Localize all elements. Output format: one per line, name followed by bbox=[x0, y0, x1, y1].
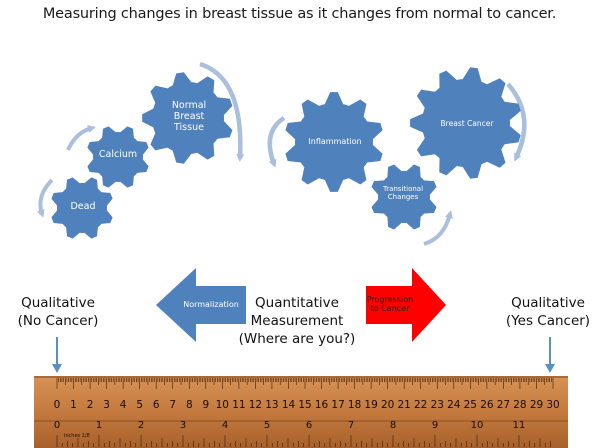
page-title: Measuring changes in breast tissue as it… bbox=[42, 6, 557, 22]
ruler-top-number: 0 bbox=[54, 399, 61, 411]
ruler-bottom-number: 4 bbox=[222, 420, 228, 431]
ruler-top-number: 1 bbox=[70, 399, 77, 411]
gear-transitional bbox=[371, 164, 437, 230]
ruler-bottom-number: 10 bbox=[471, 420, 484, 431]
ruler-bottom-numbers: 0 1 2 3 4 5 6 7 8 9 10 11 inches 1/8 bbox=[54, 420, 526, 439]
gear-normal bbox=[142, 72, 233, 164]
ruler-top-number: 24 bbox=[447, 399, 461, 411]
ruler-top-number: 22 bbox=[414, 399, 427, 411]
ruler-top-number: 4 bbox=[120, 399, 127, 411]
ruler-top-number: 16 bbox=[315, 399, 329, 411]
gear-group bbox=[51, 67, 521, 239]
ruler-top-number: 8 bbox=[186, 399, 193, 411]
gear-inflammation bbox=[285, 92, 383, 192]
ruler-top-number: 29 bbox=[530, 399, 543, 411]
gear-label-normal: Normal Breast Tissue bbox=[171, 100, 207, 133]
progression-label: Progression to Cancer bbox=[366, 295, 414, 313]
gear-label-dead: Dead bbox=[70, 201, 96, 212]
ruler-top-number: 28 bbox=[513, 399, 526, 411]
ruler-bottom-number: 2 bbox=[138, 420, 144, 431]
progression-arrow bbox=[366, 268, 446, 342]
ruler-bottom-number: 11 bbox=[513, 420, 526, 431]
left-qualitative-label: Qualitative (No Cancer) bbox=[17, 295, 99, 330]
gear-label-inflammation: Inflammation bbox=[308, 137, 362, 146]
ruler-bottom-number: 3 bbox=[180, 420, 186, 431]
ruler-top-number: 25 bbox=[464, 399, 477, 411]
ruler-bottom-number: 7 bbox=[348, 420, 354, 431]
ruler-top-number: 23 bbox=[431, 399, 444, 411]
ruler-top-number: 15 bbox=[298, 399, 311, 411]
ruler-bottom-number: 9 bbox=[432, 420, 438, 431]
cycle-arrow-normal bbox=[199, 61, 245, 162]
ruler-top-number: 2 bbox=[87, 399, 94, 411]
ruler-top-number: 5 bbox=[136, 399, 143, 411]
right-qualitative-label: Qualitative (Yes Cancer) bbox=[505, 295, 591, 330]
ruler-top-number: 10 bbox=[216, 399, 229, 411]
ruler-top-number: 17 bbox=[331, 399, 344, 411]
cycle-arrow-inflammation bbox=[267, 116, 286, 168]
quantitative-label: Quantitative Measurement (Where are you?… bbox=[238, 295, 356, 348]
normalization-label: Normalization bbox=[183, 300, 239, 309]
ruler-bottom-number: 5 bbox=[264, 420, 270, 431]
cycle-arrow-breast-cancer bbox=[506, 82, 527, 162]
ruler-unit-label: inches 1/8 bbox=[64, 433, 90, 439]
ruler-top-number: 3 bbox=[103, 399, 110, 411]
normalization-arrow bbox=[156, 268, 246, 342]
ruler-top-number: 11 bbox=[232, 399, 245, 411]
ruler-top-number: 12 bbox=[249, 399, 262, 411]
ruler-bottom-number: 0 bbox=[54, 420, 60, 431]
ruler-top-number: 14 bbox=[282, 399, 296, 411]
cycle-arrow-transitional bbox=[423, 210, 453, 246]
gear-label-breast-cancer: Breast Cancer bbox=[440, 119, 494, 128]
ruler-top-number: 13 bbox=[265, 399, 278, 411]
ruler-ticks bbox=[56, 378, 554, 447]
ruler-top-number: 6 bbox=[153, 399, 160, 411]
gear-calcium bbox=[87, 126, 149, 188]
ruler-bottom-number: 1 bbox=[96, 420, 102, 431]
ruler-top-number: 27 bbox=[497, 399, 510, 411]
ruler-bottom-number: 8 bbox=[390, 420, 396, 431]
cycle-arrow-calcium bbox=[66, 125, 96, 151]
gear-breast-cancer bbox=[410, 67, 521, 179]
ruler-top-number: 7 bbox=[169, 399, 176, 411]
gear-label-transitional: Transitional Changes bbox=[382, 185, 424, 202]
ruler bbox=[34, 376, 568, 448]
gear-dead bbox=[51, 177, 113, 239]
cycle-arrow-dead-left bbox=[36, 178, 54, 218]
ruler-top-number: 21 bbox=[398, 399, 411, 411]
ruler-top-number: 30 bbox=[546, 399, 559, 411]
ruler-top-number: 20 bbox=[381, 399, 394, 411]
ruler-top-number: 9 bbox=[202, 399, 209, 411]
ruler-top-number: 18 bbox=[348, 399, 361, 411]
gear-label-calcium: Calcium bbox=[98, 149, 138, 160]
ruler-bottom-number: 6 bbox=[306, 420, 312, 431]
ruler-top-number: 26 bbox=[480, 399, 494, 411]
ruler-top-number: 19 bbox=[364, 399, 377, 411]
